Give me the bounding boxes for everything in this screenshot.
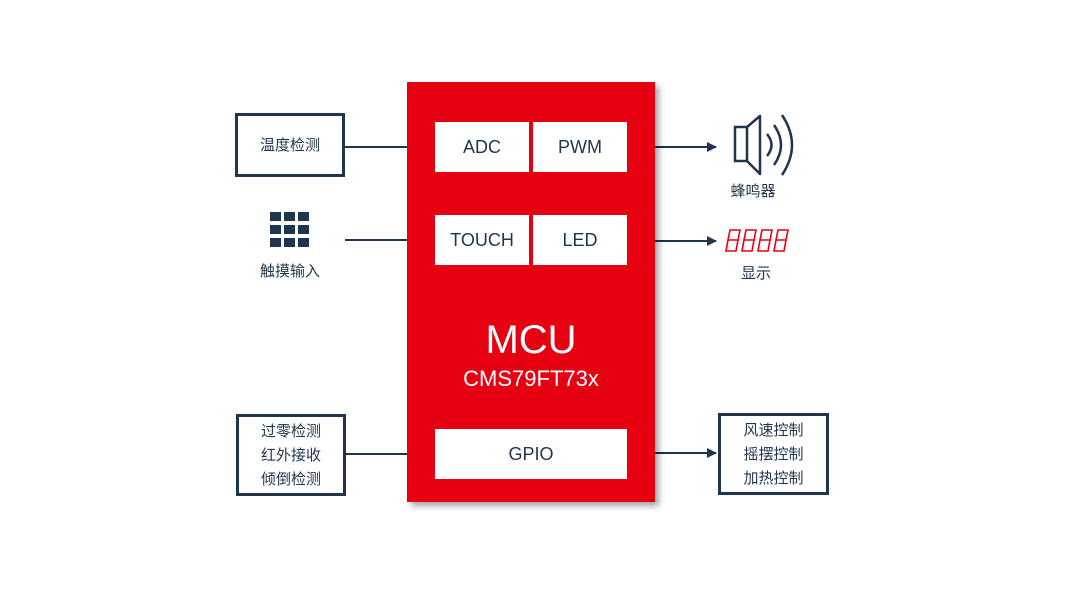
display-label: 显示 — [740, 264, 771, 282]
oscillation-control-label: 摇摆控制 — [743, 445, 804, 463]
speaker-icon — [733, 114, 794, 176]
pwm-block: PWM — [533, 122, 627, 172]
tilt-detection-label: 倾倒检测 — [260, 470, 321, 488]
control-outputs-box: 风速控制 摇摆控制 加热控制 — [718, 413, 829, 495]
mcu-title: MCU — [485, 318, 577, 362]
mcu-block: ADC PWM TOUCH LED MCU CMS79FT73x GPIO — [407, 82, 655, 502]
adc-block: ADC — [435, 122, 529, 172]
zero-cross-detection-label: 过零检测 — [260, 422, 321, 440]
buzzer-label: 蜂鸣器 — [730, 182, 776, 200]
infrared-receive-label: 红外接收 — [260, 446, 321, 464]
mcu-model: CMS79FT73x — [463, 366, 599, 391]
temperature-detection-label: 温度检测 — [259, 136, 320, 154]
touch-input-label: 触摸输入 — [259, 262, 320, 280]
led-block: LED — [533, 215, 627, 265]
heating-control-label: 加热控制 — [743, 469, 804, 487]
temperature-detection-box: 温度检测 — [235, 113, 345, 177]
touch-block: TOUCH — [435, 215, 529, 265]
keypad-icon — [270, 212, 309, 247]
fan-speed-control-label: 风速控制 — [743, 421, 804, 439]
sensor-inputs-box: 过零检测 红外接收 倾倒检测 — [236, 414, 346, 496]
gpio-block: GPIO — [435, 429, 627, 479]
seven-segment-display-icon — [725, 229, 789, 252]
